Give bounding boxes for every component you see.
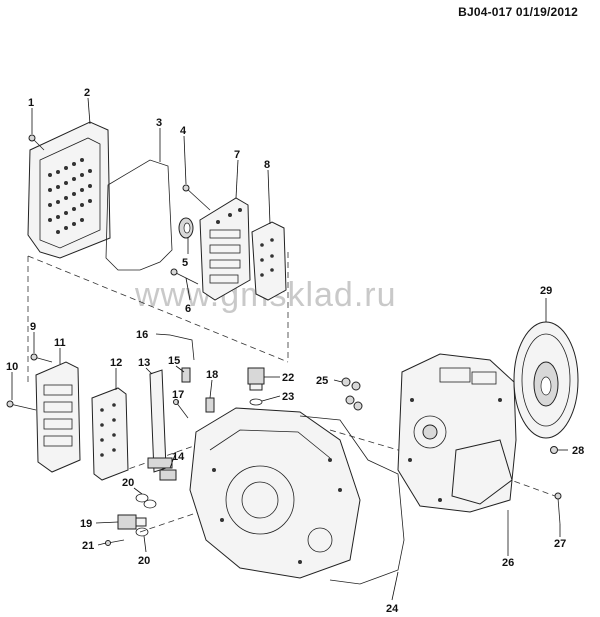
gasket bbox=[105, 159, 173, 271]
sensor-15 bbox=[181, 367, 191, 383]
callout-26: 26 bbox=[502, 557, 514, 569]
assembly-line-bolt bbox=[504, 477, 556, 497]
callout-2: 2 bbox=[84, 87, 90, 99]
solenoid bbox=[117, 514, 147, 530]
callout-20-lower: 20 bbox=[138, 555, 150, 567]
separator-plate bbox=[91, 387, 129, 481]
assembly-line-upper bbox=[27, 255, 289, 363]
control-valve-body bbox=[35, 361, 81, 473]
bolt-21 bbox=[105, 539, 125, 546]
connector bbox=[159, 469, 177, 481]
bolt-17 bbox=[173, 399, 189, 419]
transaxle-case bbox=[189, 407, 361, 579]
callout-1: 1 bbox=[28, 97, 34, 109]
callout-29: 29 bbox=[540, 285, 552, 297]
callout-21: 21 bbox=[82, 540, 94, 552]
assembly-line-case bbox=[329, 429, 406, 453]
o-ring-lower bbox=[135, 527, 149, 537]
bolt-10 bbox=[6, 400, 37, 411]
callout-10: 10 bbox=[6, 361, 18, 373]
cap-seal bbox=[249, 398, 263, 406]
callout-19: 19 bbox=[80, 518, 92, 530]
o-ring-upper bbox=[135, 493, 157, 509]
callout-15: 15 bbox=[168, 355, 180, 367]
valve-body-assembly bbox=[199, 197, 251, 301]
callout-20-upper: 20 bbox=[122, 477, 134, 489]
lever-16 bbox=[169, 334, 195, 361]
callout-9: 9 bbox=[30, 321, 36, 333]
callout-14: 14 bbox=[172, 451, 185, 463]
callout-8: 8 bbox=[264, 159, 270, 171]
callout-17: 17 bbox=[172, 389, 184, 401]
callout-16: 16 bbox=[136, 329, 148, 341]
callout-22: 22 bbox=[282, 372, 294, 384]
document-code: BJ04-017 01/19/2012 bbox=[458, 5, 578, 19]
callout-labels: 1 2 3 4 5 6 7 8 9 10 11 12 13 14 15 16 1… bbox=[6, 87, 584, 615]
case-gasket bbox=[299, 415, 405, 585]
callout-25: 25 bbox=[316, 375, 328, 387]
valve-body-cover bbox=[27, 121, 111, 259]
callout-23: 23 bbox=[282, 391, 294, 403]
callout-4: 4 bbox=[180, 125, 187, 137]
callout-7: 7 bbox=[234, 149, 240, 161]
callout-6: 6 bbox=[185, 303, 191, 315]
callout-18: 18 bbox=[206, 369, 218, 381]
plug bbox=[550, 446, 558, 454]
bolt-1 bbox=[28, 134, 45, 151]
bolt-4 bbox=[182, 184, 211, 211]
callout-27: 27 bbox=[554, 538, 566, 550]
callout-24: 24 bbox=[386, 603, 399, 615]
spacer-plate bbox=[251, 221, 287, 301]
transmission-housing bbox=[397, 353, 517, 513]
callout-5: 5 bbox=[182, 257, 188, 269]
callout-11: 11 bbox=[54, 337, 66, 349]
bolt-6 bbox=[170, 268, 199, 285]
bolt-27 bbox=[554, 492, 562, 525]
callout-13: 13 bbox=[138, 357, 150, 369]
bracket-18 bbox=[205, 397, 215, 413]
wiring-harness bbox=[147, 369, 173, 473]
torque-converter bbox=[513, 321, 579, 439]
leader-lines bbox=[11, 97, 568, 601]
callout-12: 12 bbox=[110, 357, 122, 369]
callout-3: 3 bbox=[156, 117, 162, 129]
callout-28: 28 bbox=[572, 445, 584, 457]
bolt-9 bbox=[30, 353, 53, 363]
dowel-pins bbox=[341, 377, 363, 411]
filler-cap bbox=[247, 367, 265, 391]
assembly-line-low bbox=[139, 509, 206, 533]
seal bbox=[178, 217, 194, 239]
